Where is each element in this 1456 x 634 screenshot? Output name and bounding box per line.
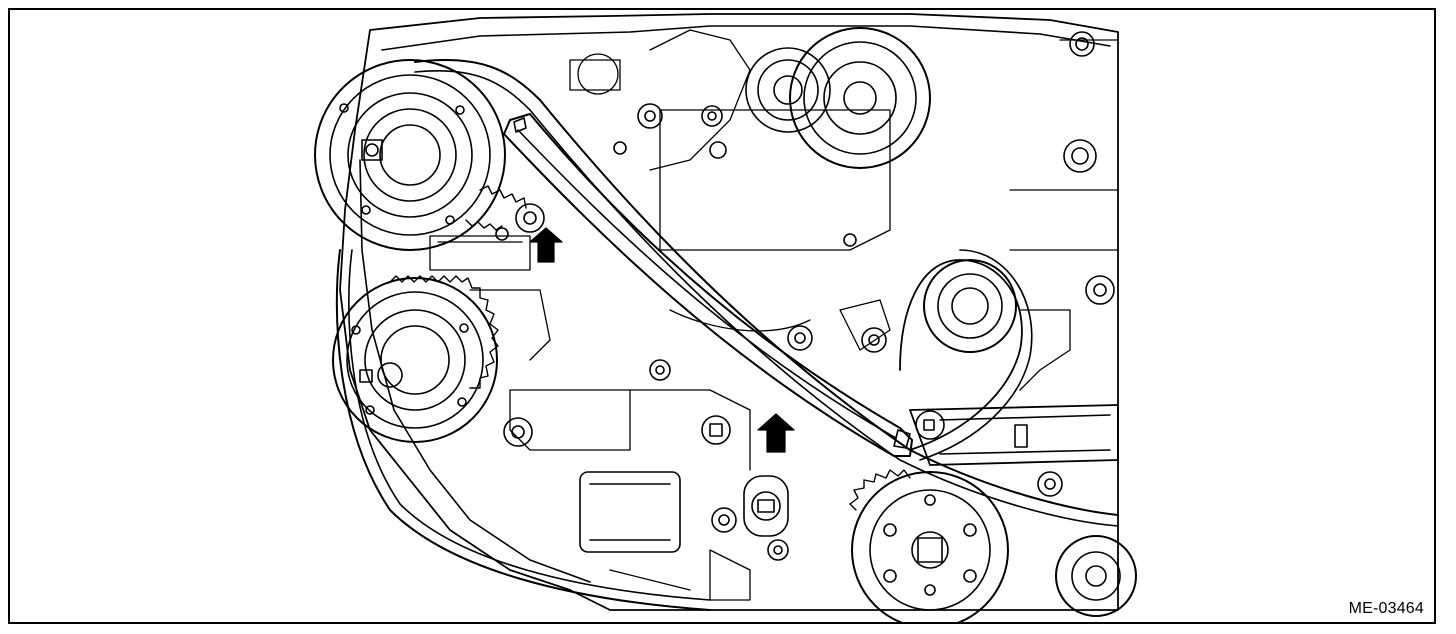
center-idler-pulley xyxy=(923,259,1017,353)
lower-cam-sprocket xyxy=(332,275,499,443)
chain-tensioner xyxy=(579,471,789,553)
bolts xyxy=(495,31,1115,561)
up-arrow xyxy=(757,413,795,453)
cover-contours xyxy=(429,29,1119,601)
right-chain-guide-rail xyxy=(909,404,1119,466)
engine-block-outline xyxy=(339,13,1119,611)
chain-guide xyxy=(503,113,913,457)
lower-right-pulley xyxy=(1055,535,1137,617)
up-arrow xyxy=(529,227,563,263)
upper-right-idler-pulley xyxy=(745,27,931,169)
figure-code-label: ME-03464 xyxy=(1348,600,1424,617)
figure-frame: ME-03464 xyxy=(8,8,1436,624)
upper-cam-sprocket xyxy=(314,59,527,251)
engine-timing-chain-drawing xyxy=(314,13,1137,622)
crank-sprocket xyxy=(849,469,1009,622)
